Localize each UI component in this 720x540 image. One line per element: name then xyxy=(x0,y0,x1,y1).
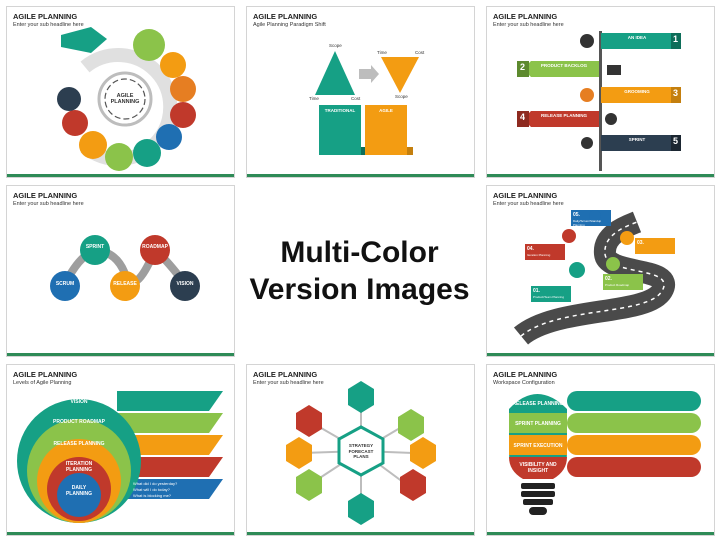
agile-heading: AGILE xyxy=(379,108,393,113)
slide-subtitle: Workspace Configuration xyxy=(493,380,555,386)
row-release-planning: RELEASE PLANNING xyxy=(512,401,564,407)
slide-title: AGILE PLANNING xyxy=(253,12,318,21)
step-5-label: SPRINT xyxy=(628,137,646,142)
slide-accent-bar xyxy=(7,174,234,177)
level-product-roadmap: PRODUCT ROADMAP xyxy=(53,419,105,425)
circular-diagram xyxy=(57,27,196,171)
slide-accent-bar xyxy=(7,532,234,535)
slide-subtitle: Enter your sub headline here xyxy=(253,380,324,386)
thumbnail-slide-1[interactable]: AGILE PLANNING Enter your sub headline h… xyxy=(6,6,235,178)
caption-line-2: Version Images xyxy=(249,273,470,306)
milestone-04-label: Iteration Planning xyxy=(527,253,551,257)
level-product-vision: PRODUCT VISION xyxy=(66,393,92,405)
slide-accent-bar xyxy=(487,353,714,356)
thumbnail-slide-5[interactable]: AGILE PLANNING Enter your sub headline h… xyxy=(486,185,715,357)
paradigm-diagram xyxy=(315,51,419,155)
step-3-label: GROOMING xyxy=(624,89,650,94)
cost-label-2: Cost xyxy=(415,50,425,55)
step-4-label: RELEASE PLANNING xyxy=(540,113,587,118)
slide-accent-bar xyxy=(487,532,714,535)
step-1-num: 1 xyxy=(673,34,679,44)
thumbnail-slide-6[interactable]: AGILE PLANNING Levels of Agile Planning … xyxy=(6,364,235,536)
step-4-num: 4 xyxy=(520,112,526,122)
step-3-num: 3 xyxy=(673,88,679,98)
slide-accent-bar xyxy=(487,174,714,177)
milestone-01-label: Product/Team Planning xyxy=(533,295,565,299)
hexagon-diagram xyxy=(286,381,436,525)
node-release: RELEASE xyxy=(113,281,137,287)
step-2-label: PRODUCT BACKLOG xyxy=(540,63,588,68)
thumbnail-slide-8[interactable]: AGILE PLANNING Workspace Configuration R… xyxy=(486,364,715,536)
daily-question-2: What will I do today? xyxy=(133,487,170,492)
milestone-05-num: 05. xyxy=(573,212,580,218)
time-label: Time xyxy=(309,96,319,101)
daily-question-1: What did I do yesterday? xyxy=(133,481,178,486)
level-daily-planning: DAILY PLANNING xyxy=(65,485,93,497)
scope-label-2: Scope xyxy=(395,94,408,99)
milestone-02-num: 02. xyxy=(605,276,612,282)
node-vision: VISION xyxy=(176,281,194,287)
levels-diagram xyxy=(17,391,223,523)
wave-diagram xyxy=(50,235,200,301)
slide-title: AGILE PLANNING xyxy=(13,12,78,21)
thumbnail-slide-2[interactable]: AGILE PLANNING Agile Planning Paradigm S… xyxy=(246,6,475,178)
center-label: STRATEGY FORECAST PLANS xyxy=(348,443,374,459)
node-scrum: SCRUM xyxy=(55,281,75,287)
signpost-diagram xyxy=(517,31,681,171)
thumbnail-slide-3[interactable]: AGILE PLANNING Enter your sub headline h… xyxy=(486,6,715,178)
row-sprint-planning: SPRINT PLANNING xyxy=(515,421,561,427)
milestone-04-num: 04. xyxy=(527,246,534,252)
time-label-2: Time xyxy=(377,50,387,55)
slide-subtitle: Levels of Agile Planning xyxy=(13,380,72,386)
slide-accent-bar xyxy=(247,174,474,177)
slide-subtitle: Enter your sub headline here xyxy=(13,22,84,28)
row-sprint-execution: SPRINT EXECUTION xyxy=(513,443,563,449)
step-1-label: AN IDEA xyxy=(627,35,647,40)
level-release-planning: RELEASE PLANNING xyxy=(53,441,105,447)
node-roadmap: ROADMAP xyxy=(142,244,168,250)
cost-label: Cost xyxy=(351,96,361,101)
step-5-num: 5 xyxy=(673,136,679,146)
thumbnail-slide-4[interactable]: AGILE PLANNING Enter your sub headline h… xyxy=(6,185,235,357)
center-caption: Multi-Color Version Images xyxy=(245,185,474,357)
milestone-02-label: Product Roadmap xyxy=(605,283,630,287)
level-iteration-planning: ITERATION PLANNING xyxy=(65,461,93,473)
caption-line-1: Multi-Color xyxy=(280,236,439,269)
step-2-num: 2 xyxy=(520,62,526,72)
slide-accent-bar xyxy=(7,353,234,356)
milestone-05-label: Daily/Scrum/Standup Planning xyxy=(573,219,602,227)
lightbulb-diagram xyxy=(509,391,701,515)
road-diagram xyxy=(513,210,675,346)
hub-label: AGILE PLANNING xyxy=(110,93,140,105)
milestone-01-num: 01. xyxy=(533,288,540,294)
scope-label: Scope xyxy=(329,43,342,48)
slide-subtitle: Enter your sub headline here xyxy=(493,201,564,207)
slide-subtitle: Agile Planning Paradigm Shift xyxy=(253,22,326,28)
slide-subtitle: Enter your sub headline here xyxy=(13,201,84,207)
slide-accent-bar xyxy=(247,532,474,535)
slide-title: AGILE PLANNING xyxy=(493,370,558,379)
daily-question-3: What is blocking me? xyxy=(133,493,172,498)
traditional-heading: TRADITIONAL xyxy=(324,108,356,113)
slide-title: AGILE PLANNING xyxy=(13,370,78,379)
slide-title: AGILE PLANNING xyxy=(13,191,78,200)
slide-title: AGILE PLANNING xyxy=(493,191,558,200)
node-sprint: SPRINT xyxy=(85,244,105,250)
slide-subtitle: Enter your sub headline here xyxy=(493,22,564,28)
slide-title: AGILE PLANNING xyxy=(493,12,558,21)
milestone-03-num: 03. xyxy=(637,240,644,246)
slide-title: AGILE PLANNING xyxy=(253,370,318,379)
row-visibility-insight: VISIBILITY AND INSIGHT xyxy=(519,462,557,474)
thumbnail-slide-7[interactable]: AGILE PLANNING Enter your sub headline h… xyxy=(246,364,475,536)
